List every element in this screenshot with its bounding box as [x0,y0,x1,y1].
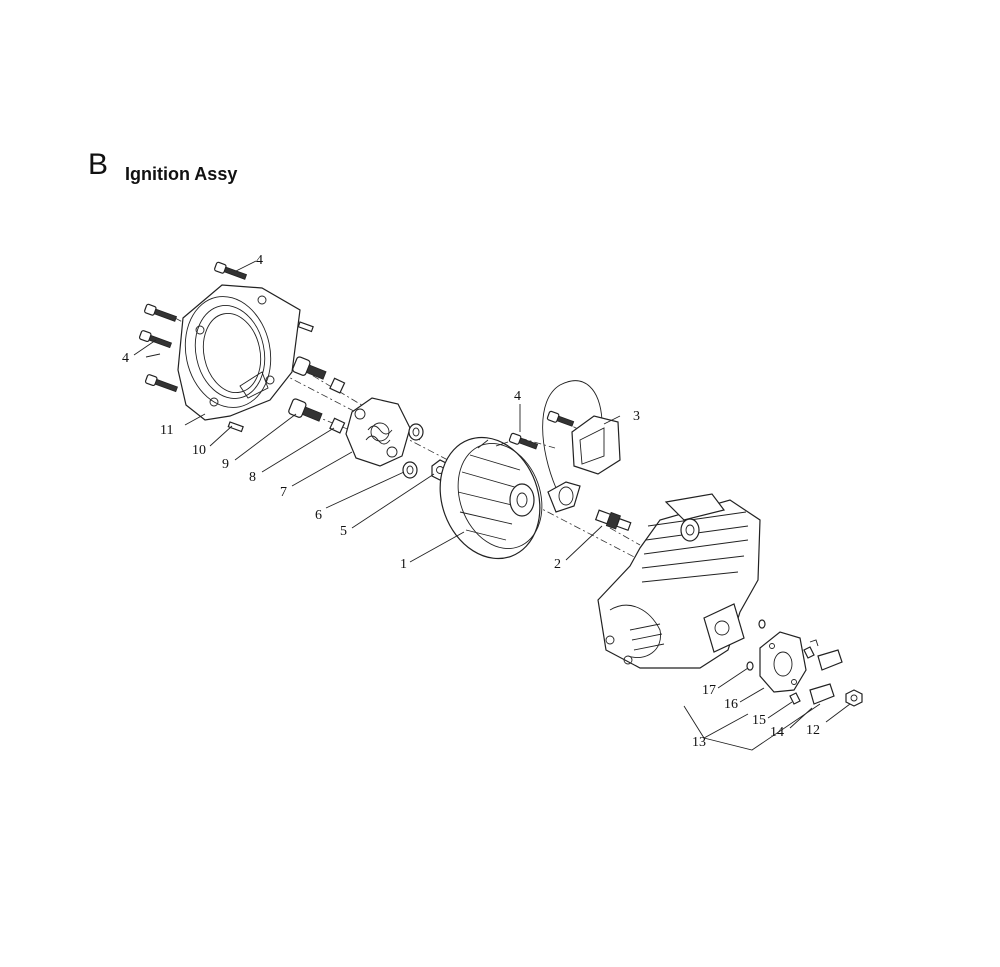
callout-12: 12 [806,723,820,738]
callout-13: 13 [692,735,706,750]
callout-5: 5 [340,524,347,539]
callout-4-left: 4 [122,351,129,366]
callout-16: 16 [724,697,738,712]
clutch-plate-part [759,631,807,693]
callout-6: 6 [315,508,322,523]
clutch-housing-part [177,284,301,421]
section-title: Ignition Assy [125,164,238,184]
callout-9: 9 [222,457,229,472]
callout-4-top: 4 [256,253,263,268]
ignition-coil-part [542,380,621,513]
callout-2: 2 [554,557,561,572]
flywheel-part [439,436,543,560]
spark-plug-part [594,509,632,532]
small-hardware-parts [746,619,863,707]
callout-labels: 4 4 4 3 11 10 9 8 7 6 5 1 2 17 16 15 14 … [122,253,820,750]
callout-8: 8 [249,470,256,485]
callout-14: 14 [770,725,784,740]
leader-lines [133,260,851,751]
screw-parts [138,261,575,450]
square-washer-parts [329,377,346,434]
callout-15: 15 [752,713,766,728]
engine-block-part [597,493,761,669]
callout-17: 17 [702,683,716,698]
pin-parts [227,321,314,433]
washer-parts [402,423,424,479]
clutch-assembly-part [345,397,411,467]
callout-11: 11 [160,423,173,438]
shoulder-bolt-parts [288,356,327,422]
callout-10: 10 [192,443,206,458]
callout-7: 7 [280,485,287,500]
section-letter: B [88,148,109,181]
callout-1: 1 [400,557,407,572]
callout-3: 3 [633,409,640,424]
callout-4-coil: 4 [514,389,521,404]
